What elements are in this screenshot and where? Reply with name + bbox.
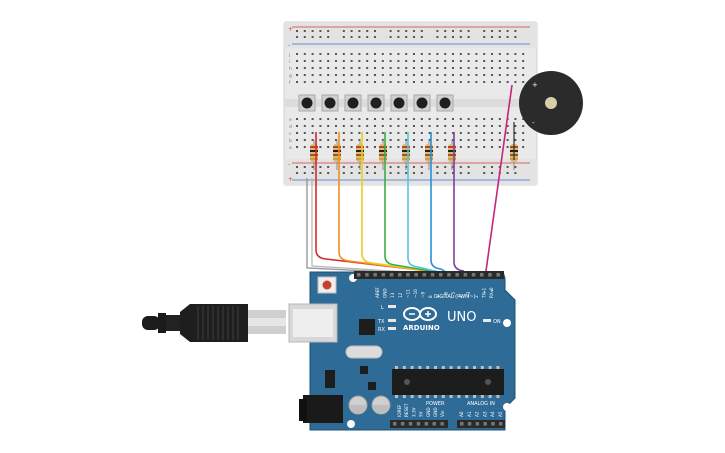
rail-minus-bottom: - bbox=[288, 161, 290, 168]
row-letter-e: e bbox=[289, 118, 292, 123]
power-pin-label: IOREF bbox=[397, 404, 402, 417]
digital-pin-label: 8 bbox=[428, 295, 433, 298]
arduino-logo-icon bbox=[403, 307, 437, 321]
push-button bbox=[298, 94, 316, 112]
piezo-buzzer: + - bbox=[484, 71, 583, 279]
rail-minus-top: - bbox=[288, 42, 290, 49]
led-rx-label: RX bbox=[378, 327, 385, 333]
digital-pin-label: ~6 bbox=[443, 291, 448, 298]
push-buttons bbox=[298, 94, 454, 112]
buzzer-plus-label: + bbox=[532, 81, 538, 89]
push-button bbox=[390, 94, 408, 112]
row-letter-b: b bbox=[289, 138, 292, 144]
push-button bbox=[344, 94, 362, 112]
digital-pin-label: 13 bbox=[390, 292, 395, 298]
usb-cable bbox=[142, 304, 286, 342]
digital-header-label: DIGITAL (PWM~) bbox=[434, 294, 476, 300]
power-pin-label: GND bbox=[426, 407, 431, 417]
row-letter-c: c bbox=[289, 132, 292, 137]
analog-pin-label: A3 bbox=[482, 411, 487, 417]
push-button bbox=[367, 94, 385, 112]
wire-green bbox=[384, 132, 461, 277]
wire-red bbox=[315, 132, 473, 277]
digital-pin-label: ~11 bbox=[405, 289, 410, 298]
buzzer-minus-label: - bbox=[532, 119, 535, 127]
row-letter-d: d bbox=[289, 124, 292, 130]
row-letter-i: i bbox=[289, 59, 290, 65]
analog-pin-label: A1 bbox=[467, 411, 472, 417]
signal-wires bbox=[315, 132, 473, 277]
digital-pin-label: 2 bbox=[474, 295, 479, 298]
digital-pin-label: ~5 bbox=[451, 291, 456, 298]
led-l-label: L bbox=[381, 305, 384, 311]
rail-plus-bottom: + bbox=[288, 176, 293, 183]
arduino-brand-label: ARDUINO bbox=[403, 324, 440, 332]
row-letter-a: a bbox=[289, 146, 292, 151]
digital-pin-label: RX◂0 bbox=[489, 287, 494, 298]
power-pin-label: 5V bbox=[419, 411, 424, 417]
wire-cyan bbox=[407, 132, 457, 277]
row-letter-h: h bbox=[289, 66, 292, 72]
analog-pin-label: A4 bbox=[490, 411, 495, 417]
digital-pin-label: ~10 bbox=[413, 289, 418, 298]
power-header-label: POWER bbox=[426, 401, 445, 407]
digital-pin-label: TX▸1 bbox=[481, 287, 486, 299]
power-pin-label: 3.3V bbox=[411, 407, 416, 417]
digital-pin-label: 4 bbox=[459, 295, 464, 298]
row-letter-f: f bbox=[289, 80, 291, 86]
wire-blue bbox=[430, 132, 453, 277]
analog-header-label: ANALOG IN bbox=[467, 401, 495, 407]
analog-pin-label: A2 bbox=[475, 411, 480, 417]
push-button bbox=[321, 94, 339, 112]
analog-pin-label: A0 bbox=[459, 411, 464, 417]
power-pin-label: RESET bbox=[404, 403, 409, 417]
row-letter-g: g bbox=[289, 74, 292, 79]
power-pin-label: Vin bbox=[440, 410, 445, 417]
wire-yellow bbox=[361, 132, 465, 277]
row-letter-j: j bbox=[288, 52, 290, 58]
digital-pin-label: AREF bbox=[375, 287, 380, 298]
led-on-label: ON bbox=[493, 319, 501, 325]
digital-pin-label: ~3 bbox=[466, 291, 471, 298]
rail-plus-top: + bbox=[288, 26, 293, 33]
analog-pin-label: A5 bbox=[498, 411, 503, 417]
digital-pin-label: 7 bbox=[436, 295, 441, 298]
wire-orange bbox=[338, 132, 469, 277]
arduino-model-label: UNO bbox=[447, 310, 476, 325]
digital-pin-label: ~9 bbox=[421, 291, 426, 298]
led-tx-label: TX bbox=[377, 319, 385, 325]
power-pin-label: GND bbox=[433, 407, 438, 417]
wire-purple bbox=[447, 132, 465, 277]
push-button bbox=[436, 94, 454, 112]
arduino-uno-board: L TX RX ON ARDUINO UNO DIGITAL (PWM~) PO… bbox=[288, 271, 516, 431]
push-button bbox=[413, 94, 431, 112]
digital-pin-label: GND bbox=[383, 288, 388, 298]
digital-pin-label: 12 bbox=[398, 292, 403, 298]
ground-wires bbox=[306, 178, 473, 277]
